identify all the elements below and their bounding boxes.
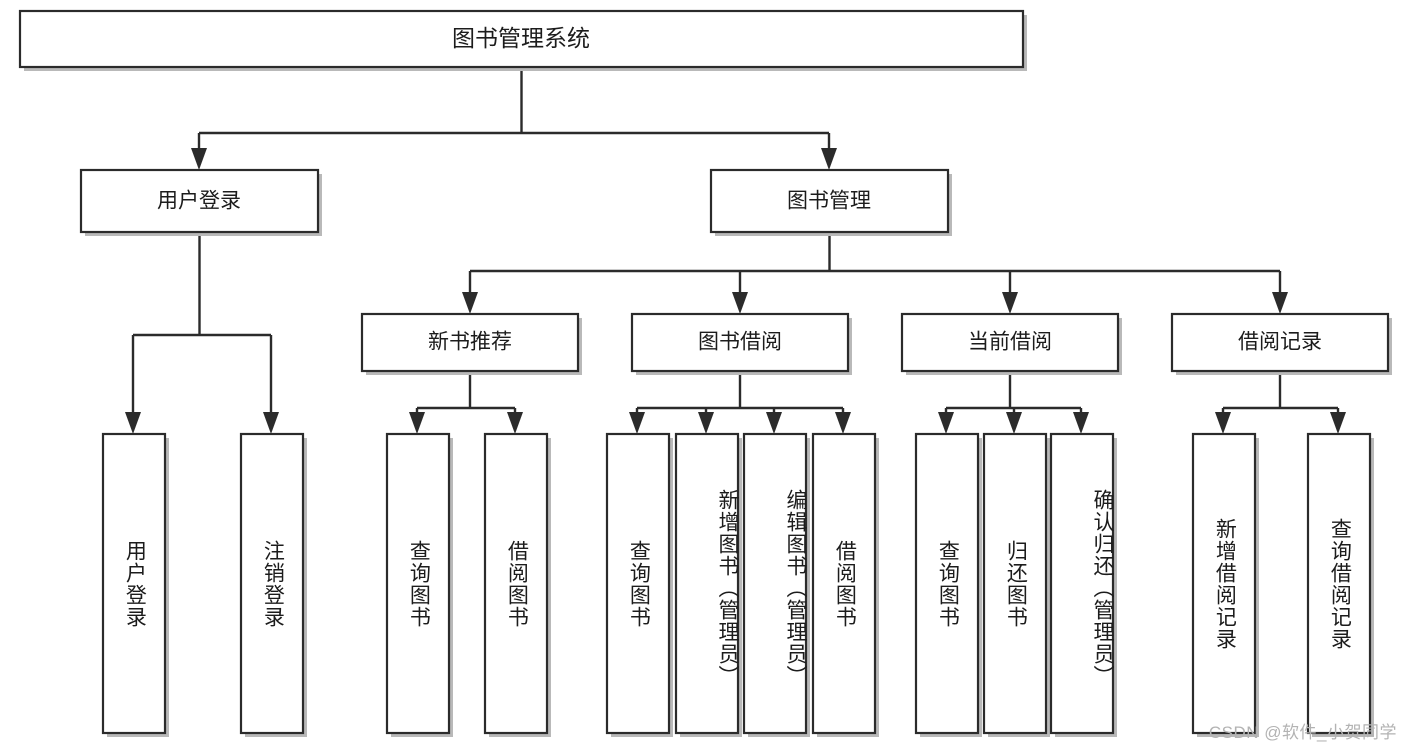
node-leaf-borrow-edit-book[interactable]: [742, 432, 808, 735]
node-leaf-logout[interactable]: [239, 432, 305, 735]
node-book-borrow-label: 图书借阅: [698, 331, 782, 354]
node-root-label: 图书管理系统: [452, 25, 590, 51]
node-leaf-current-return-book[interactable]: [982, 432, 1048, 735]
arrow-to-book-borrow: [732, 292, 748, 314]
node-leaf-user-login[interactable]: [101, 432, 167, 735]
watermark-text: CSDN @软件_小贺同学: [1208, 723, 1397, 742]
node-leaf-records-add-record[interactable]: [1191, 432, 1257, 735]
node-book-management[interactable]: [709, 168, 950, 234]
node-new-book-recommend-label: 新书推荐: [428, 331, 512, 354]
node-book-management-label: 图书管理: [787, 190, 871, 213]
node-leaf-current-query-book[interactable]: [914, 432, 980, 735]
connector-layer: [125, 67, 1346, 434]
arrow-to-new-book: [462, 292, 478, 314]
node-leaf-records-query-record[interactable]: [1306, 432, 1372, 735]
arrow-to-current-borrow: [1002, 292, 1018, 314]
arrow-to-leaf-logout: [263, 412, 279, 434]
arrow-borrow-leaf-1: [629, 412, 645, 434]
node-new-book-recommend[interactable]: [360, 312, 580, 373]
node-leaf-borrow-add-book[interactable]: [674, 432, 740, 735]
node-leaf-newbook-borrow-book[interactable]: [483, 432, 549, 735]
arrow-borrow-leaf-4: [835, 412, 851, 434]
node-leaf-borrow-borrow-book[interactable]: [811, 432, 877, 735]
arrow-to-borrow-records: [1272, 292, 1288, 314]
arrow-to-book-mgmt: [821, 148, 837, 170]
arrow-borrow-leaf-2: [698, 412, 714, 434]
node-borrow-records[interactable]: [1170, 312, 1390, 373]
arrow-current-leaf-2: [1006, 412, 1022, 434]
arrow-borrow-leaf-3: [766, 412, 782, 434]
arrow-newbook-leaf-1: [409, 412, 425, 434]
node-leaf-borrow-query-book[interactable]: [605, 432, 671, 735]
node-user-login-label: 用户登录: [157, 190, 241, 213]
node-book-borrow[interactable]: [630, 312, 850, 373]
node-current-borrow-label: 当前借阅: [968, 331, 1052, 354]
node-user-login[interactable]: [79, 168, 320, 234]
arrow-current-leaf-1: [938, 412, 954, 434]
node-borrow-records-label: 借阅记录: [1238, 331, 1322, 354]
arrow-records-leaf-1: [1215, 412, 1231, 434]
node-current-borrow[interactable]: [900, 312, 1120, 373]
arrow-newbook-leaf-2: [507, 412, 523, 434]
node-layer: 图书管理系统 用户登录 图书管理 新书推荐 图书借阅 当前借阅 借阅记录: [18, 9, 1392, 737]
arrow-to-user-login: [191, 148, 207, 170]
node-leaf-newbook-query-book[interactable]: [385, 432, 451, 735]
arrow-records-leaf-2: [1330, 412, 1346, 434]
arrow-to-leaf-user-login: [125, 412, 141, 434]
node-root[interactable]: [18, 9, 1025, 69]
node-leaf-current-confirm-return[interactable]: [1049, 432, 1115, 735]
arrow-current-leaf-3: [1073, 412, 1089, 434]
